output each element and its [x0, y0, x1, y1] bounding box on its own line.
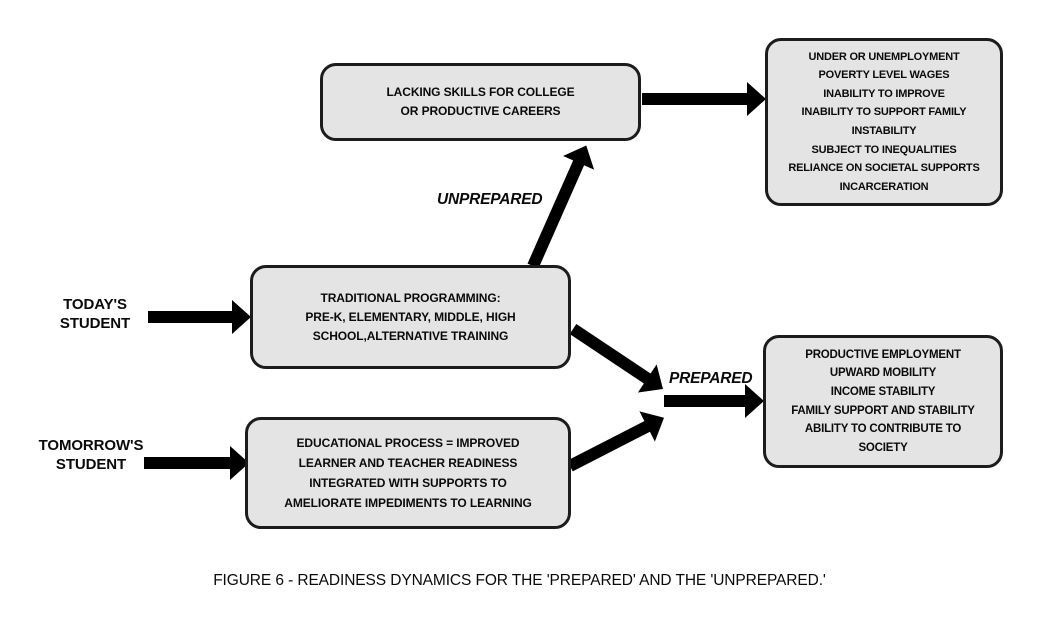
box-line: PRE-K, ELEMENTARY, MIDDLE, HIGH	[305, 309, 516, 324]
box-line: INABILITY TO IMPROVE	[823, 87, 945, 100]
box-line: INTEGRATED WITH SUPPORTS TO	[309, 476, 507, 490]
box-positive-outcomes: PRODUCTIVE EMPLOYMENT UPWARD MOBILITY IN…	[763, 335, 1003, 468]
box-line: INSTABILITY	[851, 125, 917, 137]
label-line: STUDENT	[59, 315, 131, 332]
box-line: SCHOOL,ALTERNATIVE TRAINING	[312, 328, 509, 343]
box-line: RELIANCE ON SOCIETAL SUPPORTS	[788, 162, 980, 175]
box-line: TRADITIONAL PROGRAMMING:	[320, 290, 501, 305]
arrow-educational-to-prepared-junction	[567, 411, 665, 472]
label-unprepared: UNPREPARED	[437, 191, 543, 208]
label-prepared: PREPARED	[669, 370, 753, 387]
arrow-traditional-to-prepared-junction	[569, 324, 663, 393]
box-line: UNDER OR UNEMPLOYMENT	[808, 50, 960, 63]
label-todays-student: TODAY'S STUDENT	[30, 295, 160, 333]
label-line: STUDENT	[55, 456, 127, 473]
box-educational-process: EDUCATIONAL PROCESS = IMPROVED LEARNER A…	[245, 417, 571, 529]
box-line: UPWARD MOBILITY	[829, 367, 937, 380]
box-line: FAMILY SUPPORT AND STABILITY	[791, 404, 975, 417]
box-line: INABILITY TO SUPPORT FAMILY	[801, 106, 967, 119]
box-line: ABILITY TO CONTRIBUTE TO	[804, 423, 962, 436]
box-lacking-skills: LACKING SKILLS FOR COLLEGE OR PRODUCTIVE…	[320, 63, 641, 141]
box-line: LEARNER AND TEACHER READINESS	[298, 456, 518, 470]
box-line: INCARCERATION	[839, 180, 929, 193]
box-traditional-programming: TRADITIONAL PROGRAMMING: PRE-K, ELEMENTA…	[250, 265, 571, 369]
box-negative-outcomes: UNDER OR UNEMPLOYMENT POVERTY LEVEL WAGE…	[765, 38, 1003, 206]
arrow-unprepared-traditional-to-lacking-skills	[527, 145, 595, 269]
label-tomorrows-student: TOMORROW'S STUDENT	[8, 436, 174, 474]
box-line: POVERTY LEVEL WAGES	[818, 69, 950, 82]
box-line: SUBJECT TO INEQUALITIES	[811, 143, 957, 156]
label-line: TOMORROW'S	[38, 437, 144, 454]
box-line: LACKING SKILLS FOR COLLEGE	[386, 85, 575, 99]
box-line: EDUCATIONAL PROCESS = IMPROVED	[296, 436, 520, 450]
box-line: AMELIORATE IMPEDIMENTS TO LEARNING	[284, 496, 532, 510]
box-line: INCOME STABILITY	[830, 385, 936, 398]
box-line: PRODUCTIVE EMPLOYMENT	[805, 348, 961, 361]
box-line: SOCIETY	[858, 441, 908, 454]
box-line: OR PRODUCTIVE CAREERS	[400, 104, 561, 118]
figure-caption: FIGURE 6 - READINESS DYNAMICS FOR THE 'P…	[213, 572, 826, 589]
label-line: TODAY'S	[63, 296, 127, 313]
